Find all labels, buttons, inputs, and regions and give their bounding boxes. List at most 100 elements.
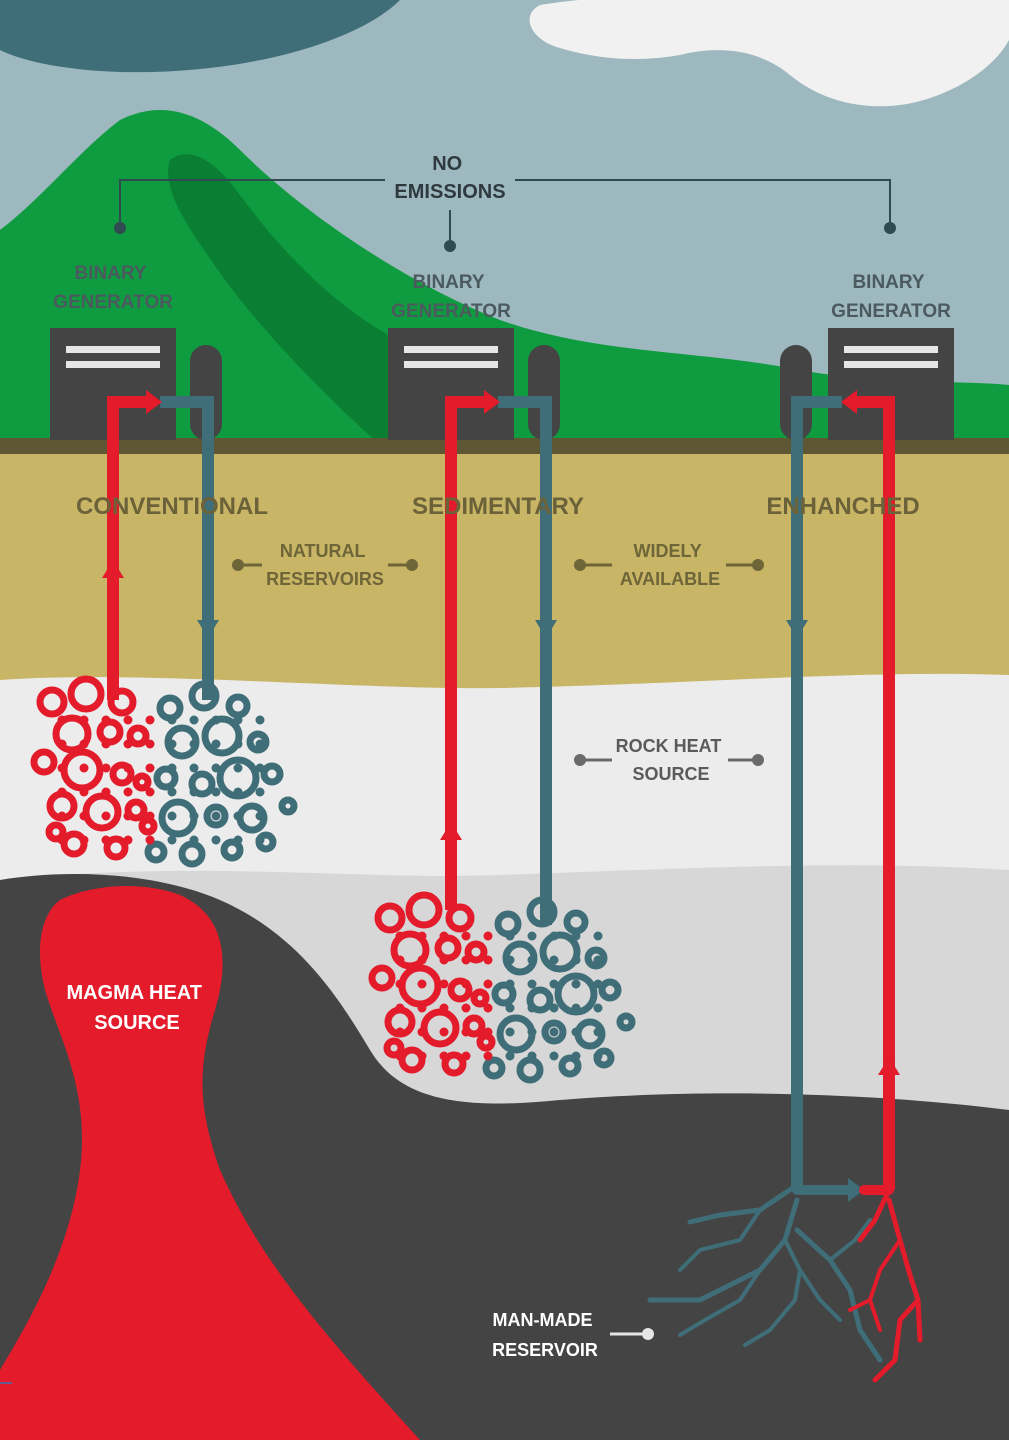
reservoir-pore [417,1051,427,1061]
reservoir-pore [505,931,515,941]
reservoir-pore [79,763,89,773]
reservoir-pore [505,1051,515,1061]
reservoir-pore [255,715,265,725]
reservoir-pore [417,931,427,941]
reservoir-bubble [584,946,608,970]
cold-pipe-enhanced [791,396,842,1190]
magma-heat-source [0,885,420,1440]
reservoir-bubble [36,686,68,718]
reservoir-pore [145,787,155,797]
reservoir-bubble [109,761,135,787]
reservoir-bubble [526,986,554,1014]
reservoir-bubble [563,909,589,935]
reservoir-pore [571,979,581,989]
reservoir-pore [79,739,89,749]
reservoir-bubble [220,838,244,862]
reservoir-pore [417,1027,427,1037]
reservoir-bubble [470,988,490,1008]
reservoir-bubble [203,803,229,829]
reservoir-bubble [103,835,129,861]
reservoir-pore [211,835,221,845]
reservoir-pore [417,955,427,965]
reservoir-pore [505,979,515,989]
reservoir-bubble [126,724,150,748]
reservoir-pore [549,955,559,965]
reservoir-bubble [368,964,396,992]
reservoir-pore [145,835,155,845]
reservoir-pore [211,787,221,797]
reservoir-pore [395,955,405,965]
reservoir-pore [395,1027,405,1037]
reservoir-bubble [45,821,67,843]
reservoir-pore [461,955,471,965]
reservoir-pore [527,931,537,941]
reservoir-pore [255,763,265,773]
reservoir-pore [439,979,449,989]
arrow-hot-sed-up [440,822,462,840]
reservoir-pore [57,811,67,821]
reservoir-pore [189,739,199,749]
arrow-hot-enh-top [841,390,857,414]
reservoir-bubble [124,798,148,822]
reservoir-pore [461,1003,471,1013]
reservoir-pore [167,715,177,725]
reservoir-pore [233,835,243,845]
reservoir-bubble [107,687,137,717]
reservoir-pore [189,763,199,773]
reservoir-pore [233,739,243,749]
reservoir-pore [145,739,155,749]
reservoir-pore [417,1003,427,1013]
reservoir-pore [189,787,199,797]
reservoir-pore [593,1027,603,1037]
reservoir-pore [101,811,111,821]
reservoir-pore [483,979,493,989]
reservoir-pore [483,1027,493,1037]
svg-text:WIDELY AVAILABLE: WIDELY AVAILABLE [620,541,720,589]
reservoir-pore [145,763,155,773]
reservoir-bubble [260,762,284,786]
reservoir-bubble [153,765,179,791]
arrow-cold-conv-down [197,620,219,638]
reservoir-pore [167,787,177,797]
reservoir-pore [439,1027,449,1037]
generator-label-enhanced: BINARY GENERATOR [831,272,951,322]
note-rock-heat-source: ROCK HEAT SOURCE [574,736,764,784]
arrow-hot-enh-up [878,1057,900,1075]
generator-label-sedimentary: BINARY GENERATOR [391,272,511,322]
reservoir-pore [123,739,133,749]
reservoir-pore [211,715,221,725]
reservoir-pore [461,931,471,941]
reservoir-bubble [67,675,105,713]
reservoir-pore [57,787,67,797]
reservoir-pore [145,811,155,821]
reservoir-pore [461,1027,471,1037]
reservoir-pore [527,955,537,965]
reservoir-pore [101,835,111,845]
note-man-made-reservoir: MAN-MADE RESERVOIR [492,1310,654,1360]
reservoir-pore [571,1051,581,1061]
reservoir-pore [439,931,449,941]
reservoir-pore [549,1003,559,1013]
reservoir-pore [255,811,265,821]
arrow-cold-enh-down [786,620,808,638]
reservoir-conventional [30,675,298,868]
green-hill [0,110,1009,445]
reservoir-pore [255,739,265,749]
reservoir-pore [189,835,199,845]
reservoir-pore [189,715,199,725]
reservoir-pore [461,979,471,989]
reservoir-pore [439,1003,449,1013]
dark-cloud [0,0,400,73]
reservoir-pore [417,979,427,989]
reservoir-bubble [374,902,406,934]
hot-pipe-sedimentary [445,396,486,910]
connector-dot-left [114,222,126,234]
arrow-hot-conv-up [102,560,124,578]
pipes-sedimentary [445,396,552,925]
note-widely-available: WIDELY AVAILABLE [574,541,764,589]
reservoir-pore [549,979,559,989]
reservoir-pore [123,787,133,797]
reservoir-pore [505,1027,515,1037]
type-label-sedimentary: SEDIMENTARY [412,493,584,520]
reservoir-pore [233,787,243,797]
